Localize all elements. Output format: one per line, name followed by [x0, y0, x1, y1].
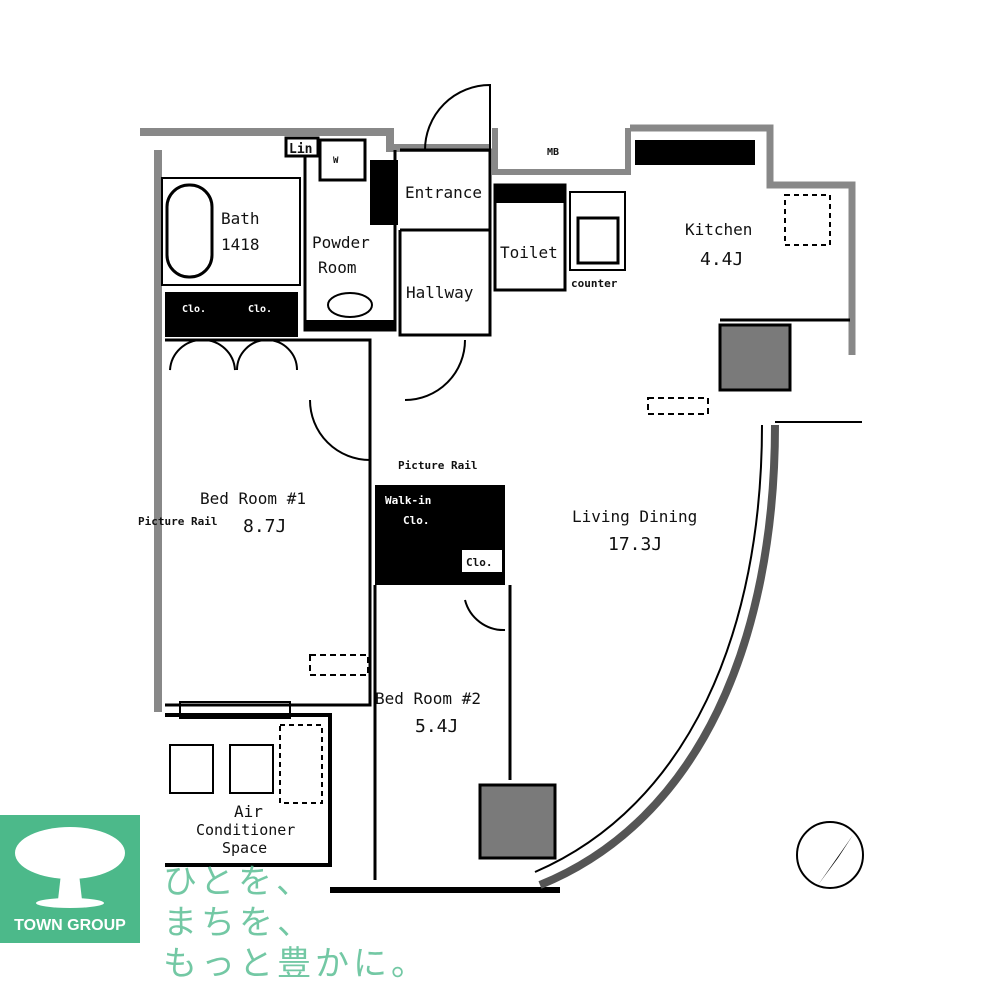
label-toilet: Toilet — [500, 243, 558, 262]
label-w: W — [333, 156, 339, 166]
bed2-door-arc — [464, 599, 506, 632]
label-clo-1: Clo. — [182, 304, 206, 315]
outer-wall-mb — [492, 128, 631, 175]
toilet-tank — [495, 185, 565, 203]
label-ac-2: Conditioner — [196, 821, 295, 839]
label-picture-rail-top: Picture Rail — [398, 459, 477, 472]
bed1-door-arc — [309, 399, 371, 461]
label-clo-3: Clo. — [466, 556, 493, 569]
label-lin: Lin — [289, 142, 312, 157]
window-bed1 — [179, 701, 291, 719]
label-bed2-size: 5.4J — [415, 716, 458, 737]
label-kitchen-size: 4.4J — [700, 249, 743, 270]
label-counter: counter — [571, 277, 618, 290]
light-marker-1 — [647, 397, 709, 415]
entrance-door-arc — [424, 83, 491, 151]
town-group-logo: TOWN GROUP — [0, 815, 140, 943]
shoe-cabinet — [370, 160, 398, 225]
clo-label-box — [462, 550, 502, 572]
ac-unit-2 — [229, 744, 274, 794]
label-walkin-2: Clo. — [403, 514, 430, 527]
ac-dashed — [279, 724, 323, 804]
living-curve-inner — [534, 424, 763, 873]
label-living: Living Dining — [572, 507, 697, 526]
label-bed1-size: 8.7J — [243, 516, 286, 537]
label-bed1: Bed Room #1 — [200, 489, 306, 508]
hall-door-arc — [404, 339, 466, 401]
label-hallway: Hallway — [406, 283, 474, 302]
bathtub — [165, 183, 214, 279]
stove — [576, 216, 620, 265]
label-picture-rail-left: Picture Rail — [138, 515, 217, 528]
label-bed2: Bed Room #2 — [375, 689, 481, 708]
lin-box — [284, 136, 320, 158]
closet-doors — [169, 338, 298, 371]
ac-unit-1 — [169, 744, 214, 794]
counter-box — [569, 191, 626, 271]
powder-counter — [305, 320, 395, 330]
label-mb: MB — [547, 147, 559, 158]
kitchen-cabinet — [635, 140, 755, 165]
label-living-size: 17.3J — [608, 534, 662, 555]
label-walkin-1: Walk-in — [385, 494, 431, 507]
ac-walls — [165, 713, 332, 867]
brand-name: TOWN GROUP — [14, 917, 126, 934]
kitchen-vent — [784, 194, 831, 246]
closet-band — [165, 292, 298, 337]
w-box — [318, 138, 367, 182]
outer-wall-kitchen — [630, 124, 856, 355]
column-bed2 — [478, 783, 557, 860]
bath-walls — [161, 177, 301, 286]
bed2-walls — [373, 585, 512, 880]
label-powder-2: Room — [318, 258, 357, 277]
label-powder-1: Powder — [312, 233, 370, 252]
slogan-line-2: まちを、 — [163, 903, 315, 943]
compass-icon — [796, 821, 864, 889]
label-ac-1: Air — [234, 802, 263, 821]
slogan-line-1: ひとを、 — [163, 862, 314, 902]
outer-wall-top-left — [140, 128, 490, 152]
label-bath: Bath — [221, 209, 260, 228]
hallway-walls — [398, 230, 492, 337]
label-entrance: Entrance — [405, 183, 482, 202]
label-ac-3: Space — [222, 839, 267, 857]
light-marker-2 — [309, 654, 369, 676]
living-curve — [538, 424, 779, 889]
tree-icon — [15, 827, 125, 908]
column-kitchen — [718, 323, 792, 392]
label-bath-size: 1418 — [221, 235, 260, 254]
label-kitchen: Kitchen — [685, 220, 752, 239]
sink — [327, 292, 373, 318]
entrance-walls — [400, 148, 492, 232]
label-clo-2: Clo. — [248, 304, 272, 315]
slogan-line-3: もっと豊かに。 — [163, 944, 429, 984]
